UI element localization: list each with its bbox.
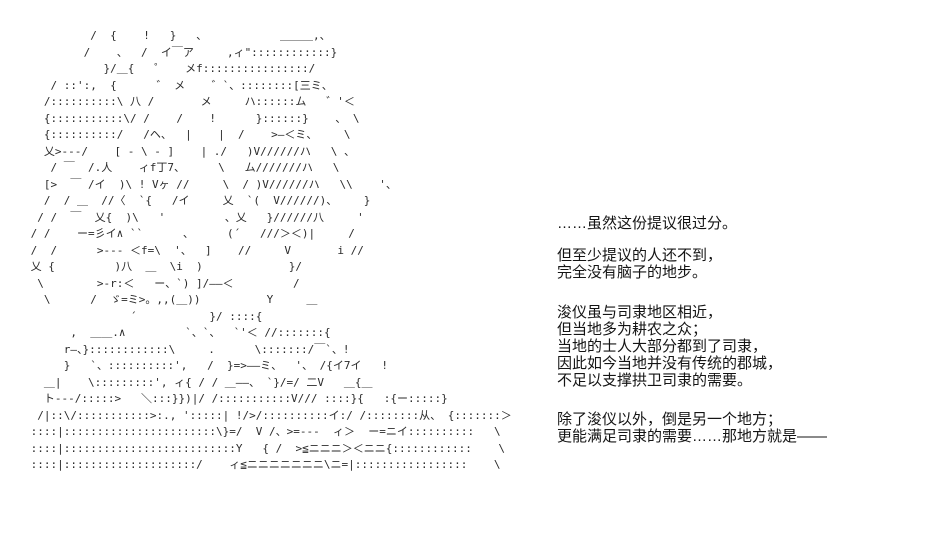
dialogue-block-2: 但至少提议的人还不到，完全没有脑子的地步。 [557,247,722,281]
dialogue-line: 更能满足司隶的需要……那地方就是—— [557,428,828,445]
dialogue-block-4: 除了浚仪以外，倒是另一个地方；更能满足司隶的需要……那地方就是—— [557,411,827,445]
dialogue-line: 因此如今当地并没有传统的郡城， [557,355,783,372]
dialogue-block-1: ……虽然这份提议很过分。 [557,215,737,232]
dialogue-line: 但当地多为耕农之众； [557,321,708,338]
dialogue-line: ……虽然这份提议很过分。 [557,215,738,232]
dialogue-line: 完全没有脑子的地步。 [557,264,708,281]
dialogue-line: 除了浚仪以外，倒是另一个地方； [557,411,783,428]
dialogue-column: ……虽然这份提议很过分。 但至少提议的人还不到，完全没有脑子的地步。 浚仪虽与司… [557,0,917,550]
dialogue-line: 不足以支撑拱卫司隶的需要。 [557,372,753,389]
dialogue-line: 浚仪虽与司隶地区相近， [557,304,723,321]
dialogue-block-3: 浚仪虽与司隶地区相近，但当地多为耕农之众；当地的士人大部分都到了司隶，因此如今当… [557,304,782,389]
dialogue-line: 当地的士人大部分都到了司隶， [557,338,768,355]
ascii-art-character: / { ! } 、 ＿＿＿,、 / 、 / イ￣ア ,ィ":::::::::::… [30,29,512,471]
dialogue-line: 但至少提议的人还不到， [557,247,723,264]
